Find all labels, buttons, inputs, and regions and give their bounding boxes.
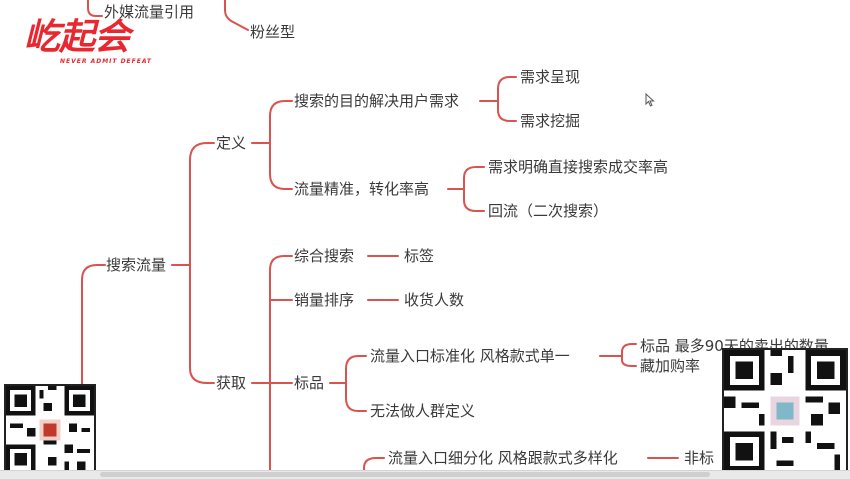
- node-definition: 定义: [216, 133, 247, 153]
- brand-logo: 屹起会 NEVER ADMIT DEFEAT: [24, 16, 174, 72]
- node-demand-present: 需求呈现: [520, 67, 581, 87]
- qr-code-icon: [722, 348, 848, 474]
- node-precise-traffic: 流量精准，转化率高: [294, 179, 430, 199]
- logo-subtitle: NEVER ADMIT DEFEAT: [60, 58, 153, 65]
- scrollbar-thumb[interactable]: [100, 472, 710, 477]
- node-comprehensive-search: 综合搜索: [294, 246, 355, 266]
- node-search-purpose: 搜索的目的解决用户需求: [294, 91, 460, 111]
- node-segmented-entry: 流量入口细分化 风格跟款式多样化: [388, 448, 618, 468]
- node-acquire: 获取: [216, 373, 247, 393]
- node-standard-product: 标品: [294, 373, 325, 393]
- mouse-cursor-icon: [645, 92, 655, 111]
- node-standardized-entry: 流量入口标准化 风格款式单一: [370, 346, 570, 366]
- node-root-search-traffic: 搜索流量: [106, 255, 167, 275]
- node-non-standard: 非标: [684, 448, 715, 468]
- node-top-partial: 外媒流量引用: [104, 2, 195, 22]
- logo-title: 屹起会: [24, 17, 130, 58]
- node-no-crowd-define: 无法做人群定义: [370, 401, 476, 421]
- node-buyer-count: 收货人数: [404, 290, 465, 310]
- node-demand-dig: 需求挖掘: [520, 111, 581, 131]
- node-tags: 标签: [404, 246, 435, 266]
- node-return-flow: 回流（二次搜索）: [488, 201, 609, 221]
- horizontal-scrollbar[interactable]: [0, 470, 850, 479]
- node-clear-demand: 需求明确直接搜索成交率高: [488, 157, 669, 177]
- node-sales-sort: 销量排序: [294, 290, 355, 310]
- node-standard-detail-line2: 藏加购率: [640, 356, 701, 376]
- qr-code-icon: [4, 384, 96, 476]
- node-fans-type: 粉丝型: [250, 22, 296, 42]
